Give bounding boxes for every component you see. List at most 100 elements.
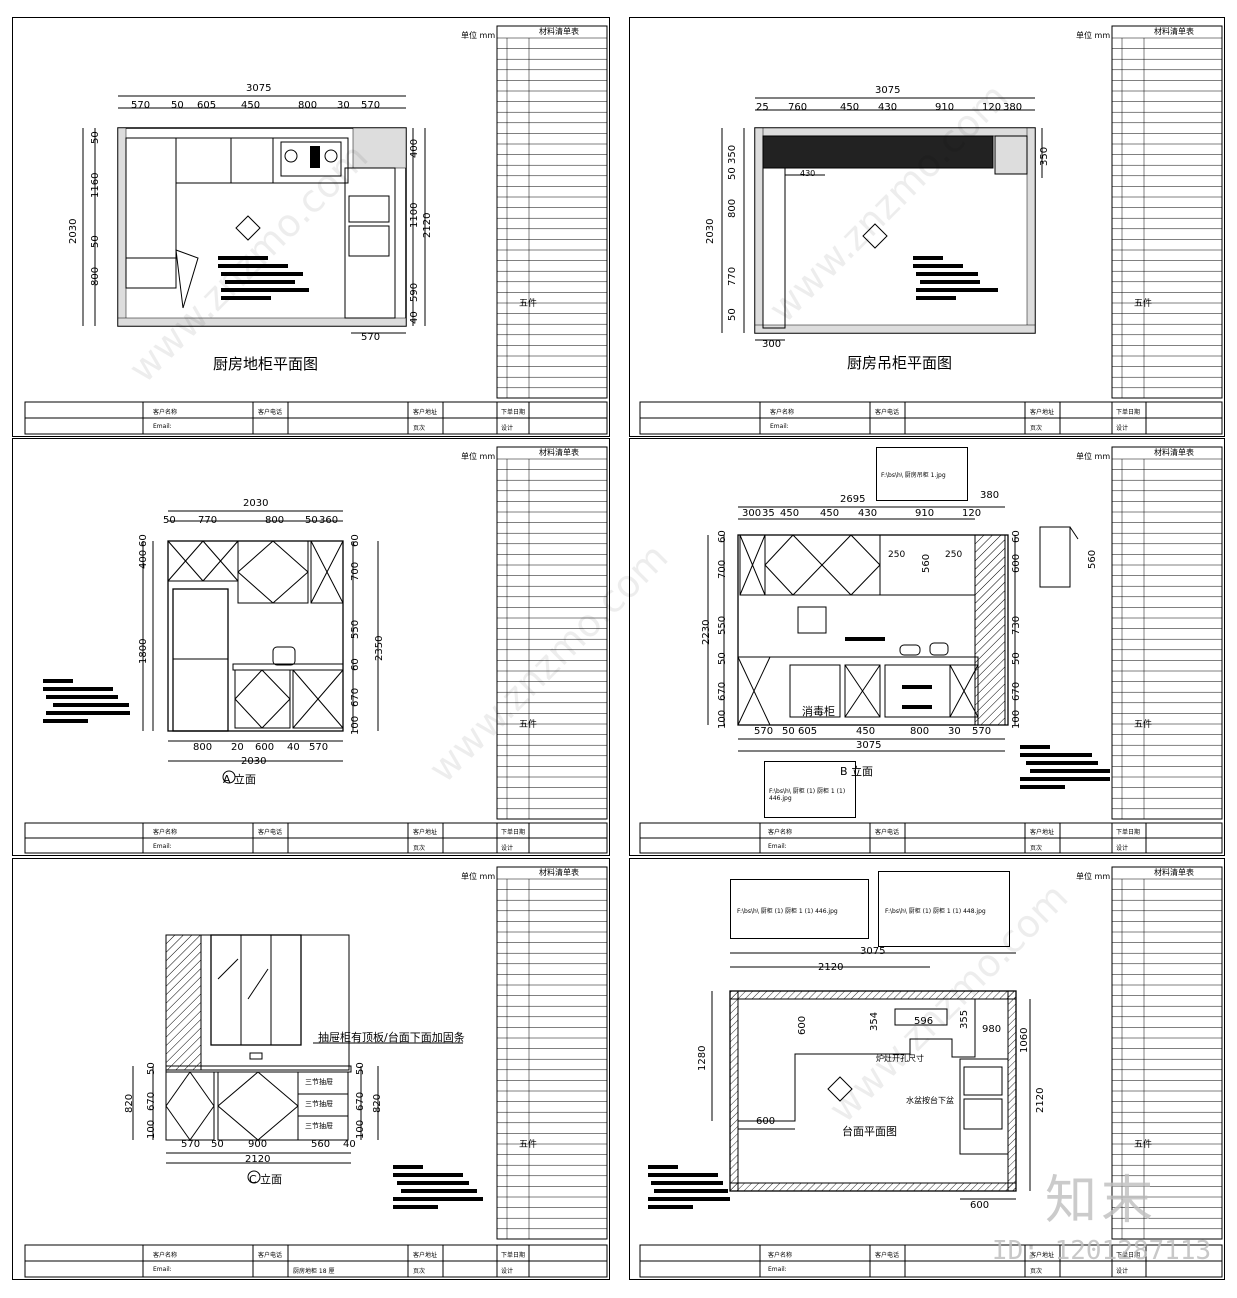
top-dim: 50 <box>171 100 184 111</box>
bottom-total-dim: 3075 <box>856 740 882 751</box>
footer-field: 客户名称 <box>770 409 795 416</box>
bottom-dim: 20 <box>231 742 244 753</box>
footer-field: 客户电话 <box>875 409 900 416</box>
top-dim: 770 <box>198 515 218 526</box>
redacted-line <box>46 711 130 715</box>
inner-dim: 430 <box>800 169 816 178</box>
right-dim: 350 <box>1039 146 1050 166</box>
footer-email: Email: <box>153 1266 172 1273</box>
drawer-label: 三节抽屉 <box>305 1122 333 1130</box>
bottom-dim: 800 <box>910 726 930 737</box>
redacted-line <box>53 703 129 707</box>
top-dim: 800 <box>265 515 285 526</box>
footer-field: 下单日期 <box>1116 829 1141 836</box>
sheet-elevation-a: 单位 mm 材料清单表 2030 50 770 800 50 360 60 40… <box>12 438 610 856</box>
left-dim: 60 <box>717 530 728 543</box>
footer-field: 客户名称 <box>153 829 178 836</box>
left-dim: 670 <box>146 1091 157 1111</box>
redacted-line <box>221 272 303 276</box>
top-dim: 430 <box>878 102 898 113</box>
drawer-label: 三节抽屉 <box>305 1100 333 1108</box>
top-total-dim: 3075 <box>860 946 886 957</box>
top-total-dim: 3075 <box>246 83 272 94</box>
right-dim: 100 <box>355 1119 366 1139</box>
redacted-line <box>401 1189 477 1193</box>
sheet-elevation-c: 单位 mm 材料清单表 抽屉柜有顶板/台面下面加固条 三节抽屉 三节抽屉 三节抽… <box>12 858 610 1280</box>
footer-field: 页次 <box>1030 1268 1043 1275</box>
left-dim: 670 <box>717 681 728 701</box>
right-dim: 100 <box>350 715 361 735</box>
inner-dim: 560 <box>921 553 932 573</box>
side-dim: 560 <box>1087 549 1098 569</box>
right-dim: 550 <box>350 619 361 639</box>
footer-field: 客户名称 <box>768 829 793 836</box>
redacted-line <box>648 1165 678 1169</box>
unit-label: 单位 mm <box>461 31 496 40</box>
redacted-line <box>648 1173 718 1177</box>
right-dim: 590 <box>409 282 420 302</box>
appliance-label: 消毒柜 <box>802 705 835 718</box>
footer-field: 页次 <box>413 845 426 852</box>
elevation-label: C 立面 <box>249 1173 283 1186</box>
footer-field: 客户地址 <box>413 829 438 836</box>
pieces-label: 五件 <box>1134 299 1153 309</box>
redacted-line <box>225 280 295 284</box>
top-dim: 570 <box>131 100 151 111</box>
pieces-label: 五件 <box>519 299 538 309</box>
inner-dim: 250 <box>945 550 963 560</box>
image-reference-box: F:\bs\h\ 厨房吊柜 1.jpg <box>876 447 968 501</box>
elevation-label: A 立面 <box>223 773 257 786</box>
pieces-label: 五件 <box>1134 1140 1153 1150</box>
footer-field: 设计 <box>501 1268 514 1275</box>
top-dim: 760 <box>788 102 808 113</box>
footer-email: Email: <box>768 1266 787 1273</box>
left-dim: 700 <box>717 559 728 579</box>
dim-label: 354 <box>869 1011 880 1031</box>
redacted-line <box>1026 761 1098 765</box>
redacted-line <box>46 695 118 699</box>
table-header: 材料清单表 <box>539 448 579 457</box>
left-dim: 100 <box>146 1119 157 1139</box>
right-dim: 40 <box>409 311 420 324</box>
sheet-floor-cabinet-plan: 单位 mm 材料清单表 3075 570 50 605 450 800 30 5… <box>12 17 610 437</box>
footer-field: 客户电话 <box>258 1252 283 1259</box>
left-dim: 50 <box>727 308 738 321</box>
right-dim: 670 <box>350 687 361 707</box>
pieces-label: 五件 <box>1134 720 1153 730</box>
brand-logo: 知末 <box>1045 1171 1158 1231</box>
footer-email: Email: <box>153 843 172 850</box>
table-header: 材料清单表 <box>539 868 579 877</box>
footer-field: 设计 <box>1116 425 1129 432</box>
top-dim: 910 <box>915 508 935 519</box>
bottom-dim: 40 <box>287 742 300 753</box>
table-header: 材料清单表 <box>1154 448 1194 457</box>
right-dim: 670 <box>1011 681 1022 701</box>
image-reference-text: F:\bs\h\ 厨柜 (1) 厨柜 1 (1) 446.jpg <box>737 908 838 915</box>
right-dim: 400 <box>409 138 420 158</box>
hob-label: 炉灶开孔尺寸 <box>876 1054 924 1063</box>
footer-field: 页次 <box>413 1268 426 1275</box>
redacted-line <box>916 288 998 292</box>
footer-field: 下单日期 <box>501 829 526 836</box>
right-dim: 60 <box>1011 530 1022 543</box>
left-dim: 770 <box>727 266 738 286</box>
redacted-line <box>913 256 943 260</box>
footer-email: Email: <box>770 423 789 430</box>
bottom-dim: 900 <box>248 1139 268 1150</box>
footer-field: 页次 <box>413 425 426 432</box>
left-dim: 100 <box>717 709 728 729</box>
footer-email: Email: <box>153 423 172 430</box>
redacted-line <box>218 264 288 268</box>
top-dim: 35 <box>762 508 775 519</box>
top-total-dim: 2030 <box>243 498 269 509</box>
right-dim: 2350 <box>374 635 385 661</box>
top-dim: 50 <box>305 515 318 526</box>
sheet-wall-cabinet-plan: 单位 mm 材料清单表 3075 25 760 450 430 910 120 … <box>629 17 1225 437</box>
top-dim: 450 <box>780 508 800 519</box>
footer-field: 客户地址 <box>1030 1252 1055 1259</box>
sheet-title: 厨房地柜平面图 <box>213 355 319 373</box>
image-reference-box: F:\bs\h\ 厨柜 (1) 厨柜 1 (1) 446.jpg <box>730 879 869 939</box>
bottom-dim: 570 <box>754 726 774 737</box>
right-dim: 730 <box>1011 615 1022 635</box>
redacted-line <box>1030 769 1110 773</box>
